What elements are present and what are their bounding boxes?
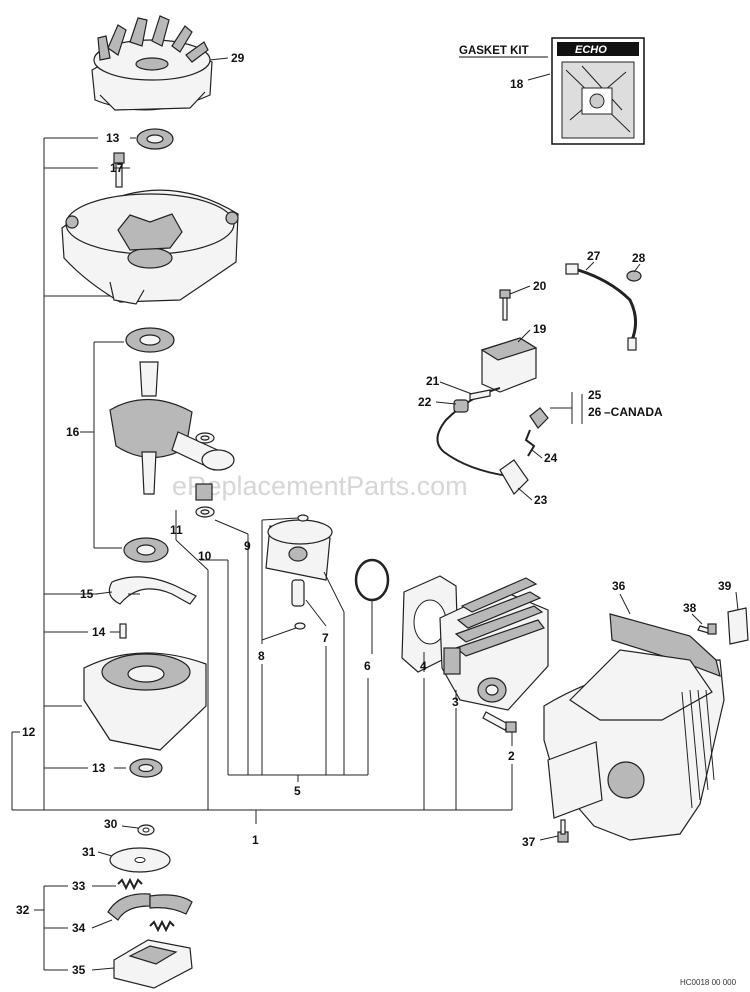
callout-37: 37: [522, 835, 536, 849]
crankshaft-part: [109, 361, 235, 495]
cylinder-cover-part: [543, 613, 725, 841]
diagram-code: HC0018 00 000: [680, 978, 737, 987]
callout-4: 4: [420, 659, 427, 673]
spark-plug-boot-part: [524, 407, 549, 457]
clutch-housing-part: [113, 939, 193, 989]
piston-pin-part: [291, 579, 305, 607]
callout-33: 33: [72, 879, 86, 893]
callout-23: 23: [534, 493, 548, 507]
callout-21: 21: [426, 374, 440, 388]
bearing-lower-part: [123, 537, 169, 563]
callout-16: 16: [66, 425, 80, 439]
canada-label: –CANADA: [604, 405, 663, 419]
nut-22-part: [453, 399, 469, 413]
callout-17: 17: [110, 161, 124, 175]
oil-seal-bottom-part: [129, 758, 163, 778]
callout-27: 27: [587, 249, 601, 263]
callout-25: 25: [588, 388, 602, 402]
cylinder-part: [439, 577, 549, 711]
bolt-2-part: [482, 711, 517, 733]
gasket-kit-brand: ECHO: [575, 44, 607, 56]
callout-34: 34: [72, 921, 86, 935]
callout-19: 19: [533, 322, 547, 336]
callout-6: 6: [364, 659, 371, 673]
nut-28-part: [626, 270, 642, 282]
retaining-plate-part: [108, 576, 197, 605]
callout-13-bottom: 13: [92, 761, 106, 775]
label-39-part: [727, 607, 749, 645]
callout-26: 26: [588, 405, 602, 419]
callout-36: 36: [612, 579, 626, 593]
screw-38-part: [697, 623, 717, 635]
clutch-plate-part: [109, 847, 171, 873]
leader-lines: [11, 57, 739, 971]
piston-ring-part: [354, 558, 390, 602]
oil-seal-top-part: [136, 128, 174, 150]
crankcase-lower-part: [83, 652, 207, 751]
callout-12: 12: [22, 725, 36, 739]
callout-30: 30: [104, 817, 118, 831]
callout-32: 32: [16, 903, 30, 917]
ground-wire-part: [565, 263, 637, 351]
ignition-coil-part: [436, 337, 538, 477]
bolt-20-part: [499, 289, 511, 321]
spark-plug-cap-part: [499, 459, 529, 495]
bolt-17-part: [113, 152, 125, 188]
dowel-pin-part: [119, 623, 127, 639]
callout-22: 22: [418, 395, 432, 409]
callout-29: 29: [231, 51, 245, 65]
callout-15: 15: [80, 587, 94, 601]
callout-5: 5: [294, 784, 301, 798]
callout-numbers: 29 18 13 17 27 28 20 19 21 25 22 26 –CAN…: [16, 51, 732, 977]
callout-9: 9: [244, 539, 251, 553]
piston-part: [265, 519, 333, 581]
callout-10: 10: [198, 549, 212, 563]
callout-1: 1: [252, 833, 259, 847]
gasket-kit-part: ECHO: [551, 37, 645, 145]
callout-2: 2: [508, 749, 515, 763]
callout-18: 18: [510, 77, 524, 91]
callout-39: 39: [718, 579, 732, 593]
screw-21-part: [469, 389, 491, 401]
crankcase-upper-part: [61, 189, 239, 305]
needle-bearing-part: [195, 432, 215, 518]
callout-20: 20: [533, 279, 547, 293]
flywheel-part: [91, 15, 213, 111]
callout-28: 28: [632, 251, 646, 265]
callout-7: 7: [322, 631, 329, 645]
clutch-spring-part: [117, 877, 175, 933]
gasket-kit-label: GASKET KIT: [459, 45, 529, 57]
callout-3: 3: [452, 695, 459, 709]
clutch-shoe-part: [107, 893, 193, 921]
callout-24: 24: [544, 451, 558, 465]
bearing-top-part: [125, 327, 175, 353]
washer-30-part: [137, 824, 155, 836]
callout-35: 35: [72, 963, 86, 977]
callout-11: 11: [170, 523, 183, 537]
callout-8: 8: [258, 649, 265, 663]
watermark-text: eReplacementParts.com: [172, 471, 468, 501]
screw-37-part: [557, 819, 569, 843]
callout-38: 38: [683, 601, 697, 615]
callout-31: 31: [82, 845, 96, 859]
callout-14: 14: [92, 625, 106, 639]
callout-13-top: 13: [106, 131, 120, 145]
